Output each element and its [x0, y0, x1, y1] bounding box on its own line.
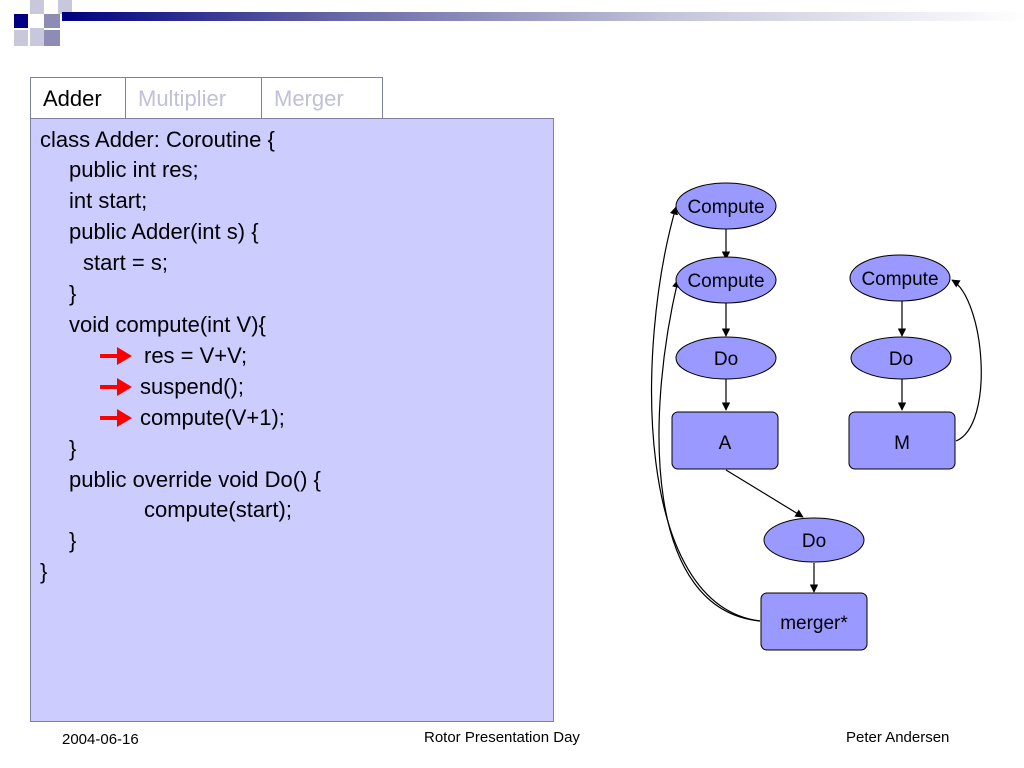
- code-line: start = s;: [83, 250, 168, 275]
- edge-a-do-bottom: [725, 469, 804, 518]
- code-line: suspend();: [140, 374, 244, 399]
- tab-adder[interactable]: Adder: [30, 77, 126, 119]
- footer-title: Rotor Presentation Day: [424, 729, 580, 746]
- node-box-m: M: [848, 411, 956, 470]
- code-line: public int res;: [69, 157, 199, 182]
- footer-author: Peter Andersen: [846, 729, 950, 746]
- svg-text:Compute: Compute: [687, 197, 764, 218]
- code-line: }: [69, 281, 77, 306]
- svg-text:merger*: merger*: [780, 613, 848, 634]
- edge-merger-loop-mid: [658, 279, 761, 622]
- tab-multiplier[interactable]: Multiplier: [126, 77, 262, 119]
- node-box-a: A: [671, 411, 779, 470]
- node-do-left: Do: [675, 336, 777, 380]
- svg-text:Do: Do: [802, 531, 826, 552]
- red-arrow-icon: [100, 378, 132, 396]
- svg-text:A: A: [719, 433, 732, 454]
- node-compute-top: Compute: [675, 182, 777, 230]
- node-compute-right: Compute: [849, 254, 951, 302]
- svg-text:Compute: Compute: [861, 269, 938, 290]
- svg-text:Do: Do: [714, 349, 738, 370]
- red-arrow-icon: [100, 409, 132, 427]
- svg-text:Do: Do: [889, 349, 913, 370]
- svg-text:M: M: [894, 433, 910, 454]
- node-merger: merger*: [760, 592, 868, 651]
- node-do-bottom: Do: [763, 517, 865, 563]
- code-line: class Adder: Coroutine {: [40, 127, 275, 152]
- code-line: compute(V+1);: [140, 405, 285, 430]
- svg-text:Compute: Compute: [687, 271, 764, 292]
- code-panel: class Adder: Coroutine { public int res;…: [30, 118, 554, 722]
- code-line: }: [69, 436, 77, 461]
- tab-strip: Adder Multiplier Merger: [30, 77, 383, 119]
- code-line: public Adder(int s) {: [69, 219, 259, 244]
- coroutine-diagram: Compute Compute Compute Do Do A M Do mer…: [651, 182, 982, 651]
- footer-date: 2004-06-16: [62, 731, 139, 748]
- node-compute-mid: Compute: [675, 256, 777, 304]
- code-line: public override void Do() {: [69, 467, 321, 492]
- edge-merger-loop-top: [651, 206, 761, 622]
- tab-merger[interactable]: Merger: [262, 77, 383, 119]
- red-arrow-icon: [100, 347, 132, 365]
- code-line: int start;: [69, 188, 148, 213]
- node-do-right: Do: [850, 336, 952, 380]
- code-line: compute(start);: [144, 497, 292, 522]
- code-line: void compute(int V){: [69, 312, 266, 337]
- edge-m-loop: [951, 279, 982, 442]
- code-line: }: [40, 559, 48, 584]
- code-line: }: [69, 528, 77, 553]
- header-gradient-bar: [62, 12, 1024, 21]
- code-line: res = V+V;: [144, 343, 248, 368]
